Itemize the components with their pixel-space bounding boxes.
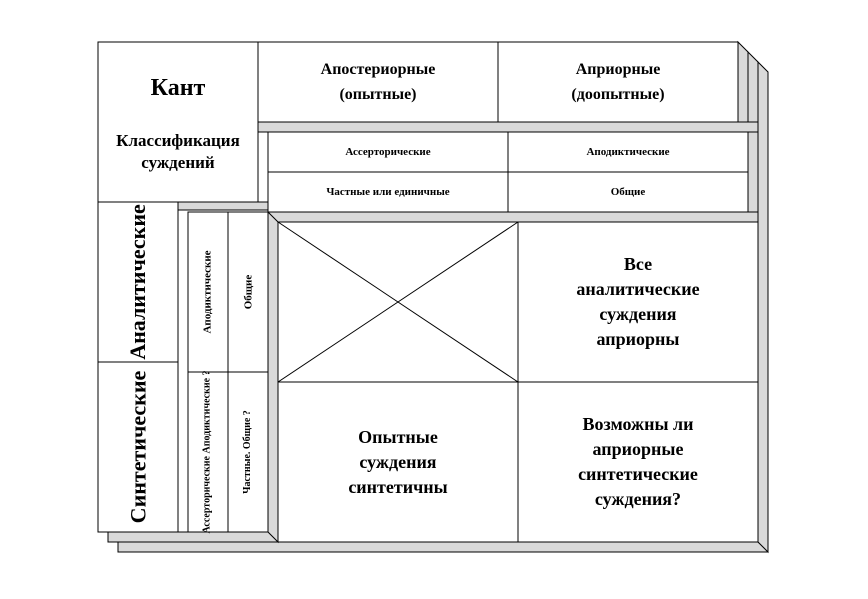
header-a-priori-box (497, 41, 739, 123)
header-a-priori: Априорные (доопытные) (571, 61, 665, 103)
row-synthetic-quantity: Частные. Общие ? (242, 410, 253, 494)
row-synthetic-quantity-box (227, 371, 269, 533)
row-synthetic-label-wrap: Синтетические (98, 362, 178, 532)
cell-analytic-a-priori-text: Все аналитические суждения априорны (576, 254, 700, 349)
diagram-subtitle: Классификация суждений (116, 131, 240, 172)
cell-synthetic-a-posteriori-text: Опытные суждения синтетичны (348, 426, 448, 497)
empty-cell-cross (277, 221, 519, 383)
right-depth-face-3 (757, 60, 769, 554)
row-synthetic-quantity-wrap: Частные. Общие ? (228, 372, 268, 532)
row-analytic-quantity-wrap: Общие (228, 212, 268, 372)
subheader-assertoric: Ассерторические (345, 146, 431, 158)
row-synthetic-modality-wrap: Ассерторические Аподиктические ? (188, 370, 228, 534)
row-analytic-modality-box (187, 211, 229, 373)
subheader-general: Общие (610, 186, 646, 198)
row-analytic-label-wrap: Аналитические (98, 202, 178, 362)
bottom-depth-face (117, 541, 769, 553)
corner-block (97, 41, 259, 203)
diagram-title: Кант (150, 74, 206, 101)
row-synthetic-box (97, 361, 179, 533)
cell-analytic-a-priori (517, 221, 759, 383)
header-a-posteriori: Апостериорные (опытные) (320, 61, 436, 103)
row-analytic-label: Аналитические (125, 204, 150, 360)
row-analytic-quantity-box (227, 211, 269, 373)
header-depth-face (257, 121, 759, 133)
row-synthetic-modality: Ассерторические Аподиктические ? (202, 370, 214, 534)
subheader-depth-face (267, 211, 759, 223)
row-analytic-modality-wrap: Аподиктические (188, 212, 228, 372)
row-analytic-quantity: Общие (241, 274, 254, 310)
subheader-general-box (507, 171, 749, 213)
row-analytic-modality: Аподиктические (202, 250, 215, 334)
cell-synthetic-a-priori-text: Возможны ли априорные синтетические сужд… (578, 414, 698, 509)
row-synthetic-label: Синтетические (125, 370, 150, 524)
row-analytic-box (97, 201, 179, 363)
cell-synthetic-a-priori (517, 381, 759, 543)
row-synthetic-modality-box (187, 371, 229, 533)
header-a-posteriori-box (257, 41, 499, 123)
subheader-particular-box (267, 171, 509, 213)
inner-depth-face (267, 210, 279, 544)
subheader-particular: Частные или единичные (326, 186, 450, 198)
cell-synthetic-a-posteriori (277, 381, 519, 543)
subheader-apodictic: Аподиктические (586, 146, 670, 158)
subheader-assertoric-box (267, 131, 509, 173)
left-depth-face (177, 201, 269, 211)
